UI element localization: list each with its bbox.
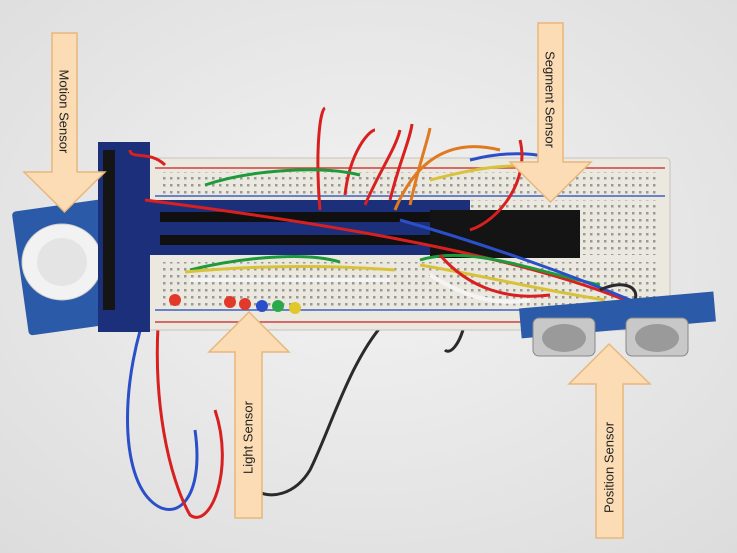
loose-blue-wire (126, 299, 199, 511)
position-sensor-label: Position Sensor (601, 421, 617, 514)
ultrasonic-position-sensor (519, 291, 716, 357)
segment-sensor-label: Segment Sensor (542, 51, 558, 148)
light-sensor-label: Light Sensor (240, 401, 256, 474)
led-row (169, 294, 301, 314)
arduino-board (98, 142, 470, 332)
motion-sensor-label: Motion Sensor (56, 69, 72, 154)
light-sensor-arrow (207, 310, 291, 519)
motion-sensor-module (12, 199, 118, 336)
segment-sensor-arrow (508, 22, 593, 204)
position-sensor-arrow (567, 342, 652, 539)
loose-black-wire (254, 320, 387, 497)
motion-sensor-arrow (22, 32, 107, 214)
loose-red-wire (155, 299, 224, 519)
board-wires (128, 106, 638, 304)
